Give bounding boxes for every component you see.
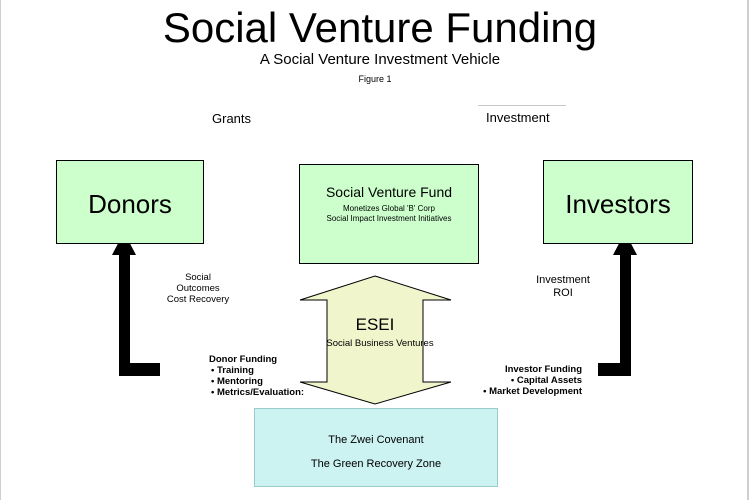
investor-funding-item: • Market Development xyxy=(483,386,582,397)
investor-funding-heading: Investor Funding xyxy=(504,364,582,375)
investment-label: Investment xyxy=(478,105,566,129)
investors-node: Investors xyxy=(543,160,693,244)
donor-return-arrow xyxy=(112,232,160,376)
investment-roi-line: ROI xyxy=(553,287,573,299)
social-outcomes-label: Social Outcomes Cost Recovery xyxy=(158,272,238,305)
zwei-covenant-label: The Zwei Covenant xyxy=(328,434,424,446)
donor-funding-list: Donor Funding • Training • Mentoring • M… xyxy=(209,354,339,398)
green-recovery-zone-label: The Green Recovery Zone xyxy=(310,458,442,470)
figure-caption: Figure 1 xyxy=(358,74,392,84)
page-title: Social Venture Funding xyxy=(162,4,598,51)
social-outcomes-line: Cost Recovery xyxy=(166,294,230,305)
grants-label: Grants xyxy=(212,111,252,126)
fund-title: Social Venture Fund xyxy=(325,184,453,200)
investors-label: Investors xyxy=(565,189,671,219)
fund-subtitle-1: Monetizes Global 'B' Corp xyxy=(343,204,435,213)
zwei-covenant-node: The Zwei Covenant The Green Recovery Zon… xyxy=(254,408,498,487)
frame-right-edge xyxy=(747,0,749,500)
donor-funding-item: • Mentoring xyxy=(211,376,263,387)
investor-funding-list: Investor Funding • Capital Assets • Mark… xyxy=(470,364,582,397)
investment-roi-label: Investment ROI xyxy=(528,274,598,300)
page-subtitle: A Social Venture Investment Vehicle xyxy=(259,51,501,68)
fund-subtitle-2: Social Impact Investment Initiatives xyxy=(326,214,452,223)
donors-node: Donors xyxy=(56,160,204,244)
esei-subtitle: Social Business Ventures xyxy=(326,338,434,349)
investor-return-arrow xyxy=(598,232,637,376)
donor-funding-item: • Training xyxy=(211,365,254,376)
frame-left-edge xyxy=(0,0,1,500)
donor-funding-item: • Metrics/Evaluation: xyxy=(211,387,305,398)
esei-double-arrow xyxy=(299,275,452,405)
donors-label: Donors xyxy=(88,189,172,219)
investor-funding-item: • Capital Assets xyxy=(510,375,582,386)
social-outcomes-line: Outcomes xyxy=(176,283,220,294)
esei-title: ESEI xyxy=(355,315,395,334)
investment-roi-line: Investment xyxy=(536,274,590,286)
social-outcomes-line: Social xyxy=(185,272,211,283)
donor-funding-heading: Donor Funding xyxy=(209,354,278,365)
social-venture-fund-node: Social Venture Fund Monetizes Global 'B'… xyxy=(299,164,479,264)
